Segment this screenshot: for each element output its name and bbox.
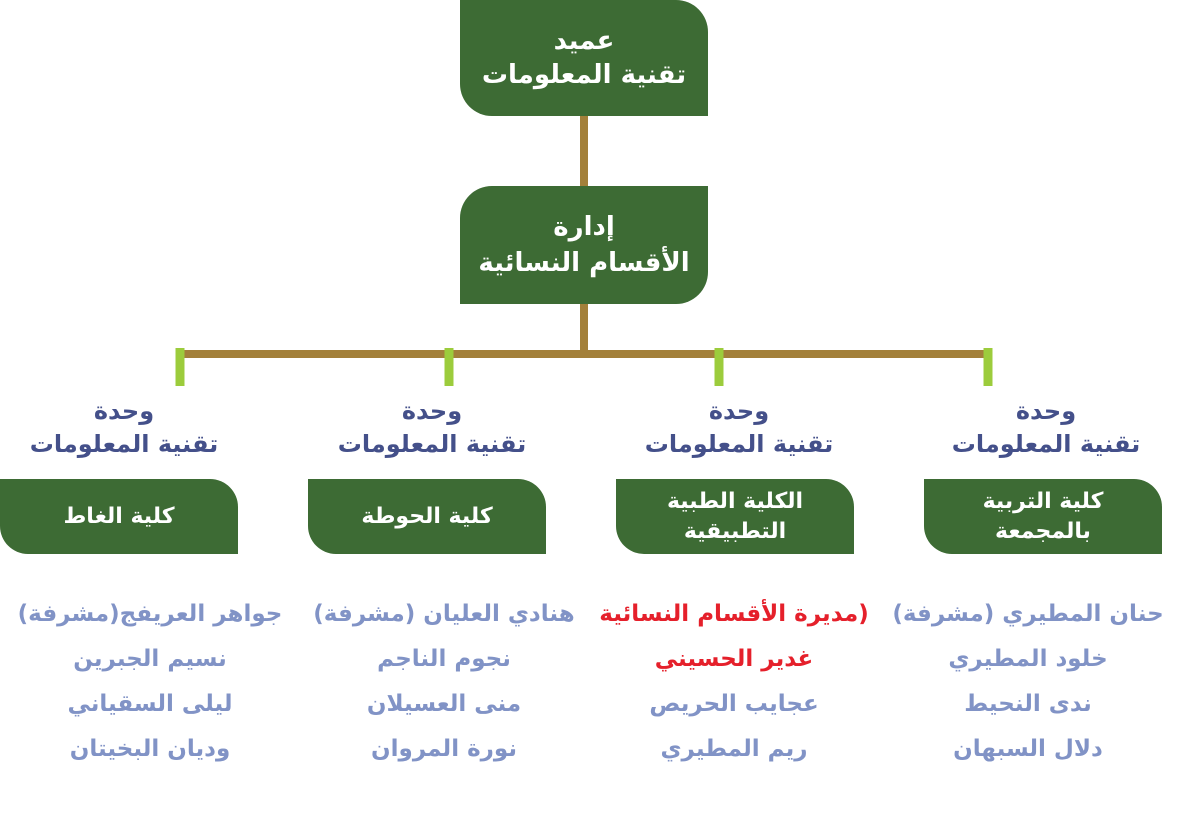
unit-4-members: جواهر العريفج(مشرفة) نسيم الجبرين ليلى ا… xyxy=(0,592,300,772)
unit-1-member: دلال السبهان xyxy=(953,736,1103,762)
unit-2-heading: وحدة تقنية المعلومات xyxy=(609,395,869,461)
unit-2-college-line2: التطبيقية xyxy=(683,518,787,544)
unit-1-member: ندى النحيط xyxy=(964,691,1092,717)
unit-1-member: خلود المطيري xyxy=(948,646,1108,672)
unit-3-member: نجوم الناجم xyxy=(377,646,511,672)
unit-2-heading-line1: وحدة xyxy=(708,397,770,425)
unit-2-member-title: (مديرة الأقسام النسائية xyxy=(599,601,869,627)
unit-1-college-line1: كلية التربية xyxy=(982,488,1104,514)
unit-2-member: ريم المطيري xyxy=(660,736,808,762)
unit-4-college-line1: كلية الغاط xyxy=(63,503,175,529)
unit-4-heading: وحدة تقنية المعلومات xyxy=(0,395,254,461)
unit-2-college-line1: الكلية الطبية xyxy=(666,488,804,514)
admin-box: إدارة الأقسام النسائية xyxy=(460,186,708,304)
unit-1-member: حنان المطيري (مشرفة) xyxy=(892,601,1164,627)
unit-3-heading: وحدة تقنية المعلومات xyxy=(302,395,562,461)
unit-1-heading-line1: وحدة xyxy=(1015,397,1077,425)
dean-box: عميد تقنية المعلومات xyxy=(460,0,708,116)
unit-3-member: منى العسيلان xyxy=(366,691,522,717)
unit-2-member: عجايب الحريص xyxy=(649,691,819,717)
unit-3-member: نورة المروان xyxy=(371,736,517,762)
unit-2-member-manager: غدير الحسيني xyxy=(654,646,814,672)
unit-1-heading: وحدة تقنية المعلومات xyxy=(916,395,1176,461)
unit-1-college-box: كلية التربية بالمجمعة xyxy=(924,479,1162,554)
unit-1-members: حنان المطيري (مشرفة) خلود المطيري ندى ال… xyxy=(878,592,1178,772)
unit-3-members: هنادي العليان (مشرفة) نجوم الناجم منى ال… xyxy=(294,592,594,772)
unit-2-heading-line2: تقنية المعلومات xyxy=(644,430,834,458)
unit-3-heading-line1: وحدة xyxy=(401,397,463,425)
unit-1-heading-line2: تقنية المعلومات xyxy=(951,430,1141,458)
unit-3-member: هنادي العليان (مشرفة) xyxy=(313,601,575,627)
unit-4-member: وديان البخيتان xyxy=(69,736,231,762)
unit-1-college-line2: بالمجمعة xyxy=(995,518,1091,544)
unit-3-heading-line2: تقنية المعلومات xyxy=(337,430,527,458)
unit-2-members: (مديرة الأقسام النسائية غدير الحسيني عجا… xyxy=(584,592,884,772)
admin-department: الأقسام النسائية xyxy=(478,248,690,278)
unit-3-college-line1: كلية الحوطة xyxy=(361,503,493,529)
dean-department: تقنية المعلومات xyxy=(481,60,687,90)
dean-title: عميد xyxy=(553,26,615,56)
unit-3-college-box: كلية الحوطة xyxy=(308,479,546,554)
unit-4-heading-line1: وحدة xyxy=(93,397,155,425)
unit-2-college-box: الكلية الطبية التطبيقية xyxy=(616,479,854,554)
unit-4-member: جواهر العريفج(مشرفة) xyxy=(17,601,283,627)
unit-4-heading-line2: تقنية المعلومات xyxy=(29,430,219,458)
unit-4-college-box: كلية الغاط xyxy=(0,479,238,554)
unit-4-member: نسيم الجبرين xyxy=(73,646,227,672)
unit-4-member: ليلى السقياني xyxy=(67,691,233,717)
admin-title: إدارة xyxy=(553,212,615,242)
